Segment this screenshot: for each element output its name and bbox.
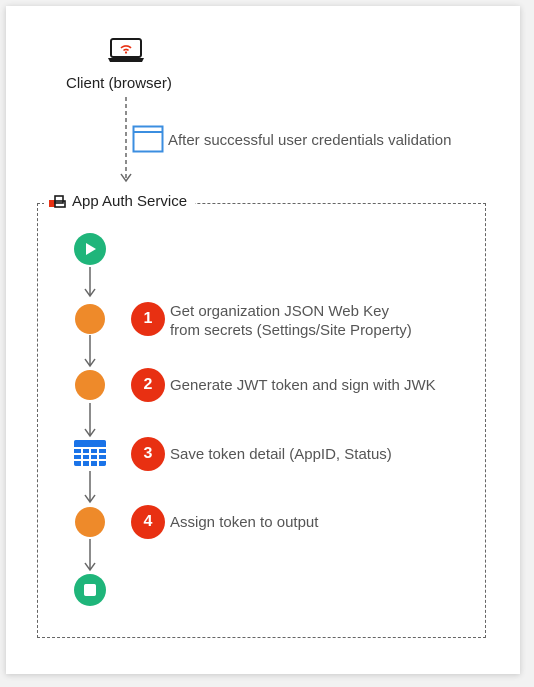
service-container xyxy=(37,203,486,638)
activity-node-4 xyxy=(75,507,105,537)
flow-arrows xyxy=(84,267,96,572)
service-title: App Auth Service xyxy=(68,192,192,210)
activity-node-2 xyxy=(75,370,105,400)
table-icon xyxy=(74,440,106,466)
client-connector xyxy=(120,97,132,183)
step-label-1: Get organization JSON Web Key from secre… xyxy=(170,302,412,340)
step-label-1-line1: Get organization JSON Web Key xyxy=(170,303,389,320)
step-label-3: Save token detail (AppID, Status) xyxy=(170,446,392,463)
start-node xyxy=(74,233,106,265)
browser-window-icon xyxy=(132,125,164,153)
step-label-1-line2: from secrets (Settings/Site Property) xyxy=(170,322,412,339)
step-badge-3: 3 xyxy=(131,437,165,471)
laptop-wifi-icon xyxy=(108,38,144,62)
stop-icon xyxy=(84,584,96,596)
client-label: Client (browser) xyxy=(66,75,172,92)
connector-label: After successful user credentials valida… xyxy=(168,132,452,149)
app-service-icon xyxy=(49,195,66,208)
service-header: App Auth Service xyxy=(44,192,196,210)
step-label-2: Generate JWT token and sign with JWK xyxy=(170,377,436,394)
step-badge-1: 1 xyxy=(131,302,165,336)
step-badge-2: 2 xyxy=(131,368,165,402)
step-label-4: Assign token to output xyxy=(170,514,319,531)
diagram-card xyxy=(6,6,520,674)
play-icon xyxy=(86,243,96,255)
stop-node xyxy=(74,574,106,606)
activity-node-1 xyxy=(75,304,105,334)
step-badge-4: 4 xyxy=(131,505,165,539)
